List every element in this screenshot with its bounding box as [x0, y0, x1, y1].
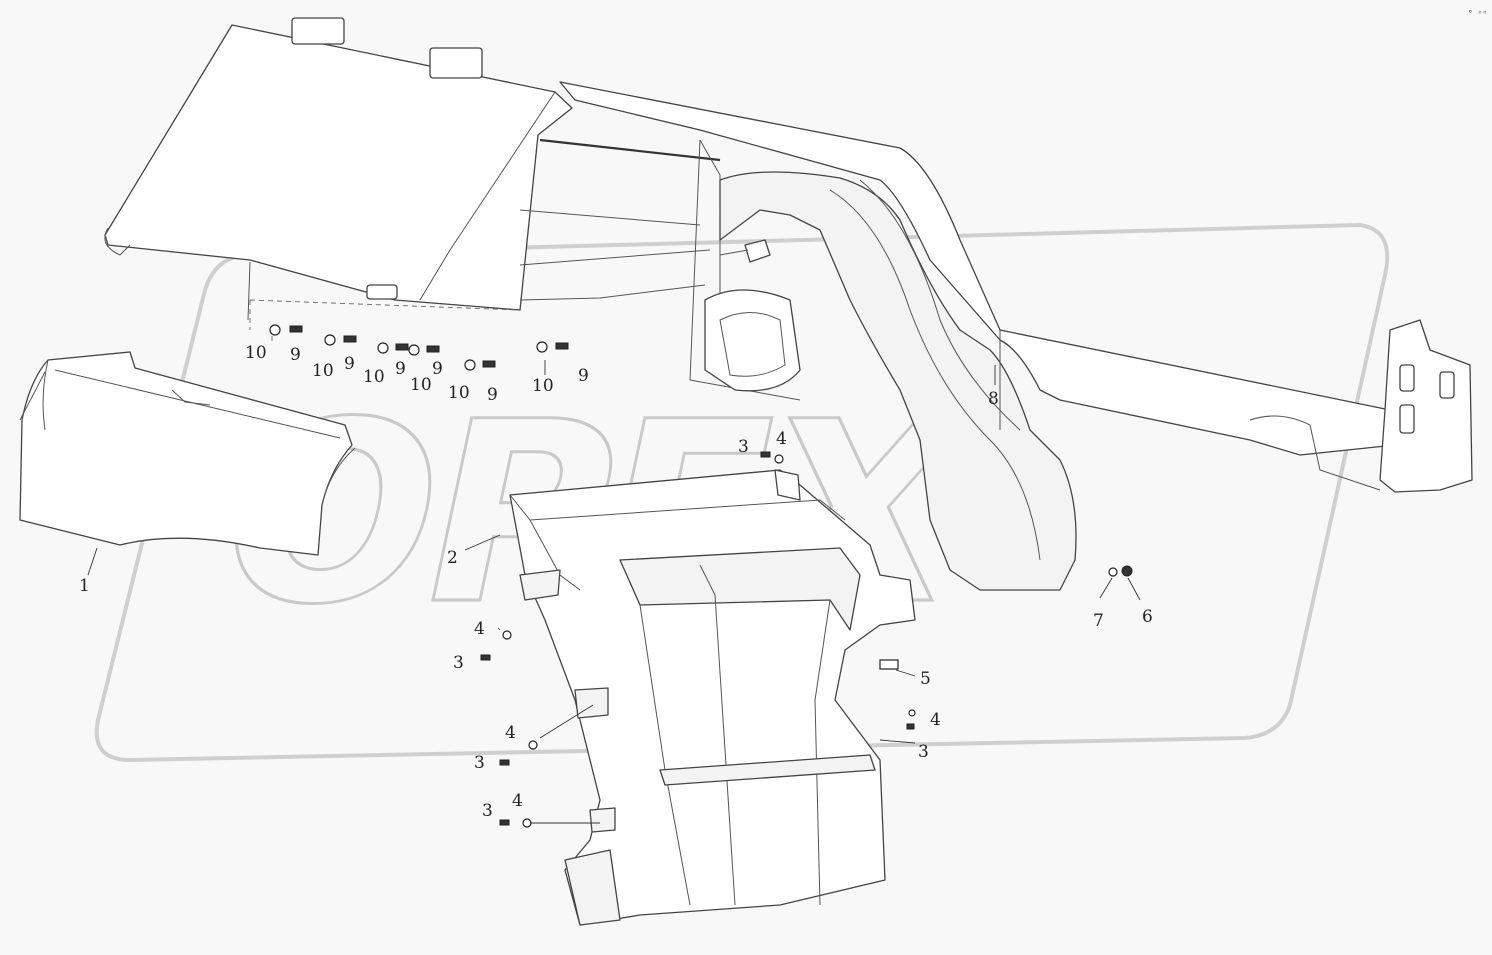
callout-1: 1 [79, 576, 90, 596]
callout-4: 4 [930, 710, 941, 730]
callout-5: 5 [920, 669, 931, 689]
callout-9: 9 [487, 385, 498, 405]
callout-8: 8 [988, 389, 999, 409]
corner-mark: ° ⁿⁿ [1468, 9, 1487, 18]
callout-7: 7 [1093, 611, 1104, 631]
callouts: 1 2 3 4 4 3 4 3 3 4 5 4 3 6 7 8 10 9 10 … [79, 343, 1153, 821]
callout-9: 9 [290, 345, 301, 365]
leader-lines [87, 336, 1141, 824]
callout-2: 2 [447, 548, 458, 568]
callout-3: 3 [918, 742, 929, 762]
frame-rail [559, 81, 1473, 591]
callout-9: 9 [344, 354, 355, 374]
part-2-lower-fairing [509, 469, 916, 926]
part-1-side-cover [19, 351, 356, 556]
callout-4: 4 [474, 619, 485, 639]
callout-3: 3 [474, 753, 485, 773]
callout-9: 9 [395, 359, 406, 379]
callout-10: 10 [245, 343, 267, 363]
callout-10: 10 [410, 375, 432, 395]
callout-3: 3 [482, 801, 493, 821]
callout-9: 9 [578, 366, 589, 386]
fasteners [269, 324, 1133, 828]
callout-3: 3 [453, 653, 464, 673]
callout-4: 4 [512, 791, 523, 811]
callout-4: 4 [505, 723, 516, 743]
callout-6: 6 [1142, 607, 1153, 627]
callout-10: 10 [312, 361, 334, 381]
callout-10: 10 [532, 376, 554, 396]
callout-10: 10 [363, 367, 385, 387]
upper-back-panel [104, 17, 721, 330]
callout-10: 10 [448, 383, 470, 403]
callout-4: 4 [776, 429, 787, 449]
callout-3: 3 [738, 437, 749, 457]
callout-9: 9 [432, 359, 443, 379]
